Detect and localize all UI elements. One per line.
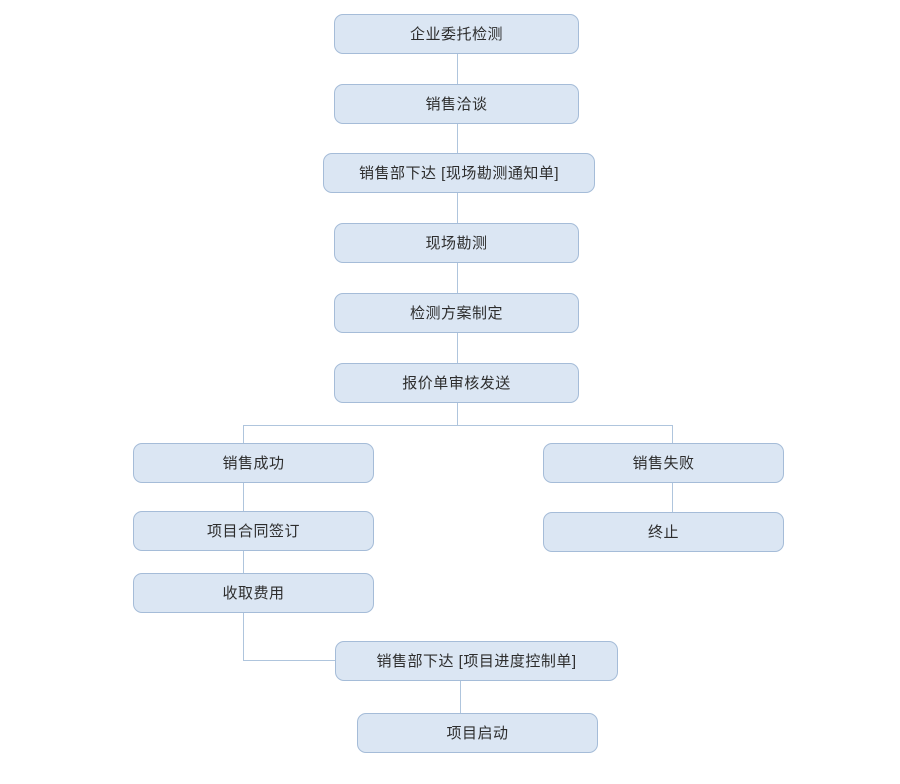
flow-node-label: 销售部下达 [项目进度控制单] (376, 652, 577, 670)
connector-segment-h-branch-bar (243, 425, 673, 426)
flow-node-label: 收取费用 (222, 584, 285, 602)
connector-segment-v-fail-to-terminate (672, 483, 673, 512)
flow-node-sales-talk: 销售洽谈 (334, 84, 579, 124)
flow-node-contract-sign: 项目合同签订 (133, 511, 374, 551)
flow-node-test-plan: 检测方案制定 (334, 293, 579, 333)
flow-node-label: 检测方案制定 (409, 304, 503, 322)
flow-node-progress-notice: 销售部下达 [项目进度控制单] (335, 641, 618, 681)
connector-segment-h-fee-to-notice (243, 660, 335, 661)
connector-segment-v-notice-to-survey (457, 193, 458, 223)
flow-node-terminate: 终止 (543, 512, 784, 552)
flow-node-quote-review: 报价单审核发送 (334, 363, 579, 403)
connector-segment-v-entrust-to-talk (457, 54, 458, 84)
flow-node-sale-fail: 销售失败 (543, 443, 784, 483)
flow-node-label: 企业委托检测 (409, 25, 503, 43)
flow-node-label: 销售洽谈 (425, 95, 488, 113)
connector-segment-v-branch-to-success (243, 425, 244, 443)
connector-segment-v-notice-to-start (460, 681, 461, 713)
flow-node-entrust-test: 企业委托检测 (334, 14, 579, 54)
connector-segment-v-success-to-contract (243, 483, 244, 511)
flow-node-collect-fee: 收取费用 (133, 573, 374, 613)
connector-segment-v-contract-to-fee (243, 551, 244, 573)
flow-node-label: 销售部下达 [现场勘测通知单] (358, 164, 559, 182)
flow-node-label: 终止 (647, 523, 679, 541)
flow-node-project-start: 项目启动 (357, 713, 598, 753)
flow-node-sale-success: 销售成功 (133, 443, 374, 483)
flow-node-label: 现场勘测 (425, 234, 488, 252)
flow-node-label: 项目启动 (446, 724, 509, 742)
connector-segment-v-fee-down (243, 613, 244, 661)
flow-node-label: 项目合同签订 (206, 522, 300, 540)
flow-node-label: 报价单审核发送 (402, 374, 511, 392)
flow-node-site-survey: 现场勘测 (334, 223, 579, 263)
flow-node-label: 销售成功 (222, 454, 285, 472)
flow-node-survey-notice: 销售部下达 [现场勘测通知单] (323, 153, 595, 193)
connector-segment-v-plan-to-quote (457, 333, 458, 363)
connector-segment-v-survey-to-plan (457, 263, 458, 293)
connector-segment-v-talk-to-notice (457, 124, 458, 153)
connector-segment-v-quote-to-branch (457, 403, 458, 425)
flow-node-label: 销售失败 (632, 454, 695, 472)
connector-segment-v-branch-to-fail (672, 425, 673, 443)
